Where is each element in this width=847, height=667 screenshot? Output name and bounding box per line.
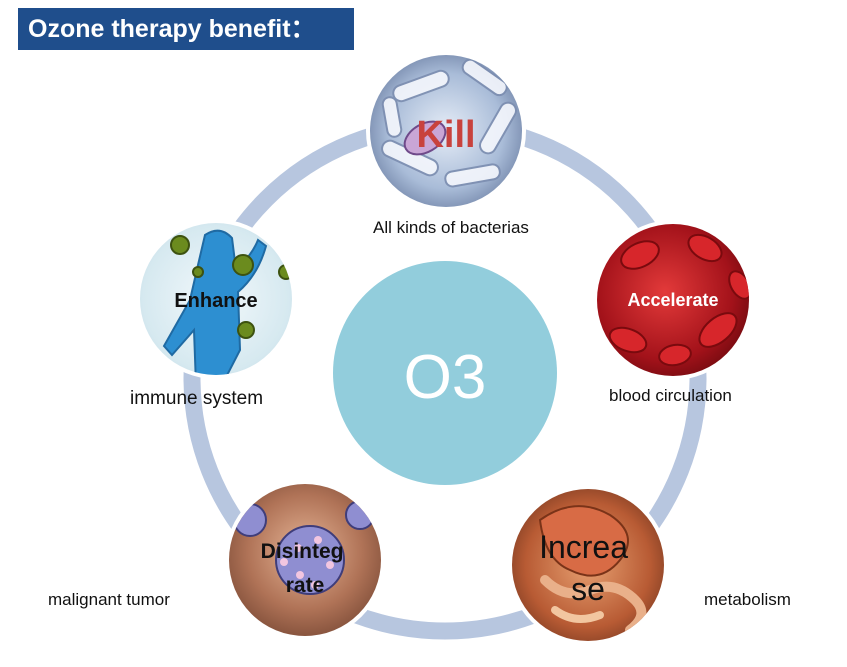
node-increase-label: Increa se xyxy=(539,529,637,607)
node-enhance-label: Enhance xyxy=(174,290,257,312)
caption-disintegrate: malignant tumor xyxy=(48,590,170,609)
caption-enhance: immune system xyxy=(130,388,264,409)
page-title: Ozone therapy benefit： xyxy=(18,8,354,50)
immune-system-image xyxy=(140,223,292,375)
node-disintegrate-label: Disinteg rate xyxy=(261,540,350,597)
node-increase: Increa se xyxy=(508,485,668,645)
node-accelerate: Accelerate xyxy=(593,220,753,380)
node-accelerate-label: Accelerate xyxy=(627,290,718,310)
center-circle xyxy=(333,261,557,485)
center-node: O3 xyxy=(333,261,557,485)
caption-increase: metabolism xyxy=(704,590,791,609)
caption-accelerate: blood circulation xyxy=(609,386,732,405)
node-disintegrate: Disinteg rate xyxy=(225,480,385,640)
digestive-organs-image xyxy=(512,489,664,641)
center-label: O3 xyxy=(404,343,487,412)
node-enhance: Enhance xyxy=(136,219,296,379)
bacteria-image xyxy=(370,55,522,207)
blood-cells-image xyxy=(597,224,749,376)
caption-kill: All kinds of bacterias xyxy=(373,218,529,237)
node-kill-label: Kill xyxy=(416,114,475,156)
node-kill: Kill xyxy=(366,51,526,211)
